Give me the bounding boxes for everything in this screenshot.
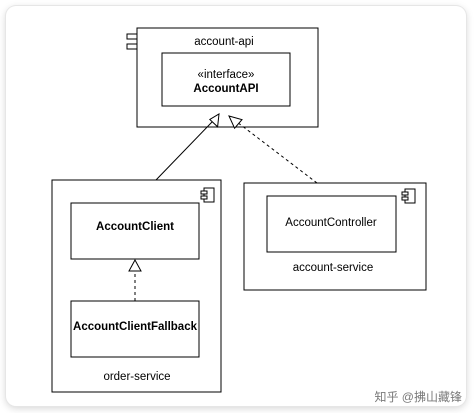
realization-arrow-fallback-accountclient bbox=[128, 258, 142, 301]
component-icon bbox=[401, 188, 416, 204]
interface-name: AccountAPI bbox=[193, 83, 258, 95]
interface-box-accountapi bbox=[161, 52, 291, 107]
realization-arrow-accountcontroller-accountapi bbox=[228, 115, 318, 184]
component-label-account-service: account-service bbox=[293, 262, 374, 274]
watermark-text: 知乎 @拂山藏锋 bbox=[374, 390, 462, 404]
component-icon bbox=[126, 33, 138, 50]
component-label-order-service: order-service bbox=[103, 371, 170, 383]
class-name-accountclient: AccountClient bbox=[96, 221, 174, 233]
class-name-accountcontroller: AccountController bbox=[285, 217, 377, 229]
generalization-arrow-accountclient-accountapi bbox=[155, 113, 220, 181]
component-label-account-api: account-api bbox=[194, 36, 253, 48]
interface-stereotype: «interface» bbox=[198, 69, 255, 81]
class-box-accountclientfallback bbox=[70, 300, 200, 358]
class-box-accountcontroller bbox=[266, 195, 397, 253]
component-order-service: AccountClient AccountClientFallback orde… bbox=[51, 179, 222, 393]
component-icon bbox=[200, 187, 215, 203]
class-name-accountclientfallback: AccountClientFallback bbox=[73, 321, 198, 333]
component-account-service: AccountController account-service bbox=[243, 182, 427, 291]
component-account-api: account-api «interface» AccountAPI bbox=[126, 27, 319, 128]
class-box-accountclient bbox=[70, 202, 200, 260]
